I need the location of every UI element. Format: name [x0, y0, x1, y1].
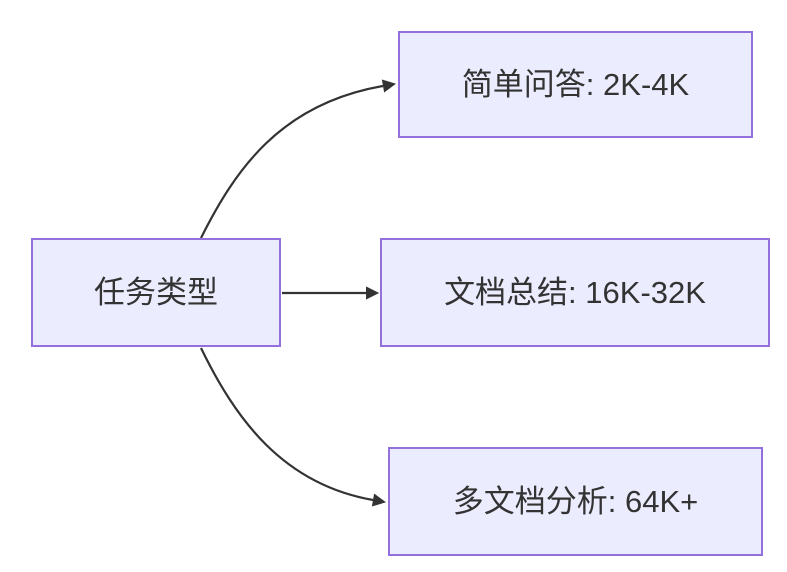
node-task-type: 任务类型 — [31, 238, 281, 347]
node-simple-qa-label: 简单问答: 2K-4K — [461, 66, 690, 102]
node-multi-doc-label: 多文档分析: 64K+ — [452, 483, 699, 519]
edge-root-to-multi-doc — [200, 347, 386, 507]
node-doc-summary: 文档总结: 16K-32K — [380, 238, 770, 347]
node-simple-qa: 简单问答: 2K-4K — [398, 31, 753, 138]
node-multi-doc: 多文档分析: 64K+ — [388, 447, 763, 556]
node-task-type-label: 任务类型 — [94, 274, 218, 310]
node-doc-summary-label: 文档总结: 16K-32K — [444, 274, 706, 310]
edge-root-to-simple-qa — [200, 79, 397, 239]
